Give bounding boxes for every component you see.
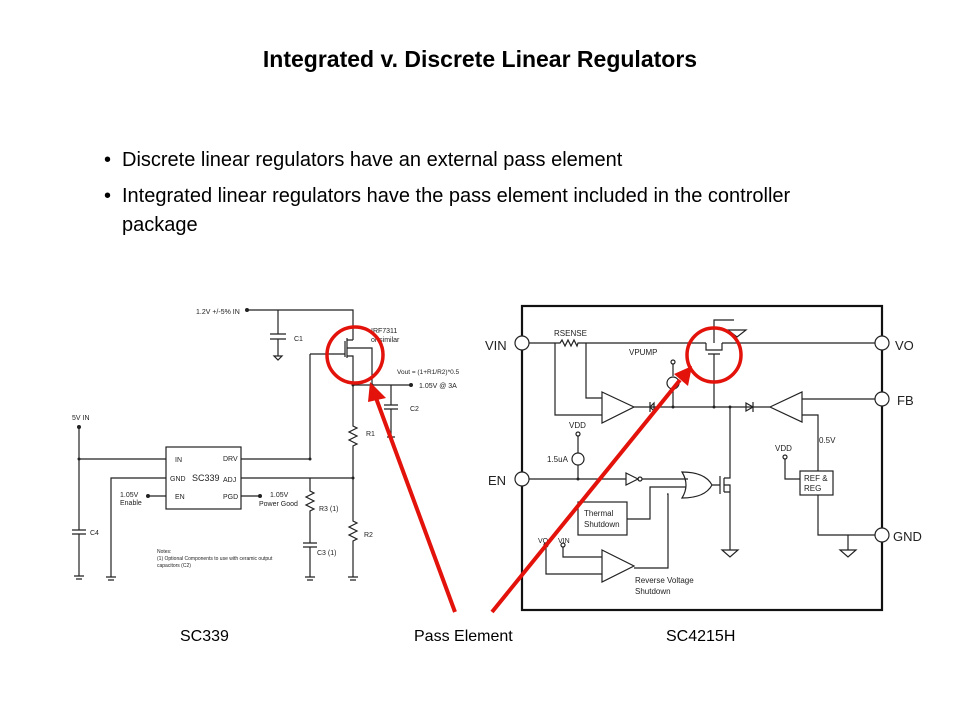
pin-en: EN (175, 494, 185, 501)
arrowhead-icon (674, 366, 692, 386)
caption-pass-element: Pass Element (414, 628, 513, 645)
sc339-schematic: 1.2V +/-5% IN C1 IRF7311 or similar Vout… (72, 308, 460, 581)
reverse-voltage-label-2: Shutdown (635, 587, 671, 596)
pin-in: IN (175, 457, 182, 464)
current-source-label: 1.5uA (547, 455, 569, 464)
pin-fb: FB (897, 393, 914, 408)
pin-adj: ADJ (223, 477, 236, 484)
highlight-circle-right (685, 326, 743, 384)
caption-sc339: SC339 (180, 628, 229, 645)
reverse-voltage-label: Reverse Voltage (635, 576, 694, 585)
bullet-item: • Discrete linear regulators have an ext… (104, 146, 844, 175)
pin-en: EN (488, 473, 506, 488)
pass-element-highlights (325, 325, 743, 614)
vdd-label-2: VDD (775, 444, 792, 453)
c2-label: C2 (410, 406, 419, 413)
5v-in-label: 5V IN (72, 415, 90, 422)
pin-pgd: PGD (223, 494, 238, 501)
vpump-label: VPUMP (629, 348, 657, 357)
fet-label: IRF7311 (371, 328, 397, 335)
caption-sc4215h: SC4215H (666, 628, 736, 645)
highlight-circle-left (325, 325, 385, 385)
arrow-right (490, 378, 682, 614)
ref-voltage-label: 0.5V (819, 436, 836, 445)
power-good-label: 1.05V (270, 492, 289, 499)
r1-label: R1 (366, 431, 375, 438)
chip-label: SC339 (192, 473, 220, 483)
enable-label-2: Enable (120, 500, 142, 507)
arrowhead-icon (368, 382, 386, 402)
bullet-icon: • (104, 185, 112, 207)
arrow-left (374, 397, 457, 613)
ref-label: REF & (804, 474, 828, 483)
vo-small-label: VO (538, 538, 549, 545)
sc4215h-block-diagram: VIN VO FB EN GND RSENSE VPUMP 0.5V VDD 1… (485, 304, 922, 612)
pin-vin: VIN (485, 338, 507, 353)
thermal-label-2: Shutdown (584, 520, 620, 529)
vin-small-label: VIN (558, 538, 570, 545)
pin-gnd: GND (893, 529, 922, 544)
pin-gnd: GND (170, 476, 186, 483)
vout-formula: Vout = (1+R1/R2)*0.5 (397, 369, 460, 376)
slide-title: Integrated v. Discrete Linear Regulators (262, 46, 698, 72)
notes-line: (1) Optional Components to use with cera… (157, 556, 273, 562)
bullet-icon: • (104, 149, 112, 171)
pin-vo: VO (895, 338, 914, 353)
c3-label: C3 (1) (317, 550, 336, 557)
thermal-label: Thermal (584, 509, 614, 518)
c4-label: C4 (90, 530, 99, 537)
c1-label: C1 (294, 336, 303, 343)
vdd-label: VDD (569, 421, 586, 430)
notes-line: capacitors (C2) (157, 563, 191, 569)
r2-label: R2 (364, 532, 373, 539)
fet-label-2: or similar (371, 337, 400, 344)
ref-label-2: REG (804, 484, 821, 493)
bullet-item: • Integrated linear regulators have the … (104, 182, 844, 240)
notes: Notes: (157, 549, 171, 555)
r3-label: R3 (1) (319, 506, 338, 513)
enable-label: 1.05V (120, 492, 139, 499)
pin-drv: DRV (223, 456, 238, 463)
power-good-label-2: Power Good (259, 501, 298, 508)
vout-label: 1.05V @ 3A (419, 383, 457, 390)
vin-label: 1.2V +/-5% IN (196, 309, 240, 316)
rsense-label: RSENSE (554, 329, 587, 338)
